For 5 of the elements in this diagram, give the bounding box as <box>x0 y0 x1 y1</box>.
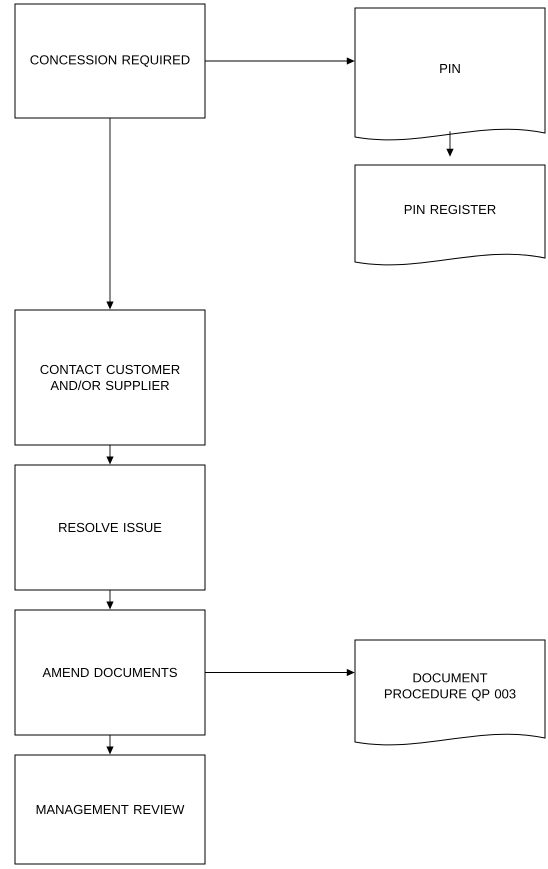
process-box: CONTACT CUSTOMER AND/OR SUPPLIER <box>14 310 206 446</box>
process-box: AMEND DOCUMENTS <box>14 610 206 736</box>
process-box: RESOLVE ISSUE <box>14 464 206 590</box>
process-box: MANAGEMENT REVIEW <box>14 754 206 864</box>
process-box: CONCESSION REQUIRED <box>14 4 206 118</box>
